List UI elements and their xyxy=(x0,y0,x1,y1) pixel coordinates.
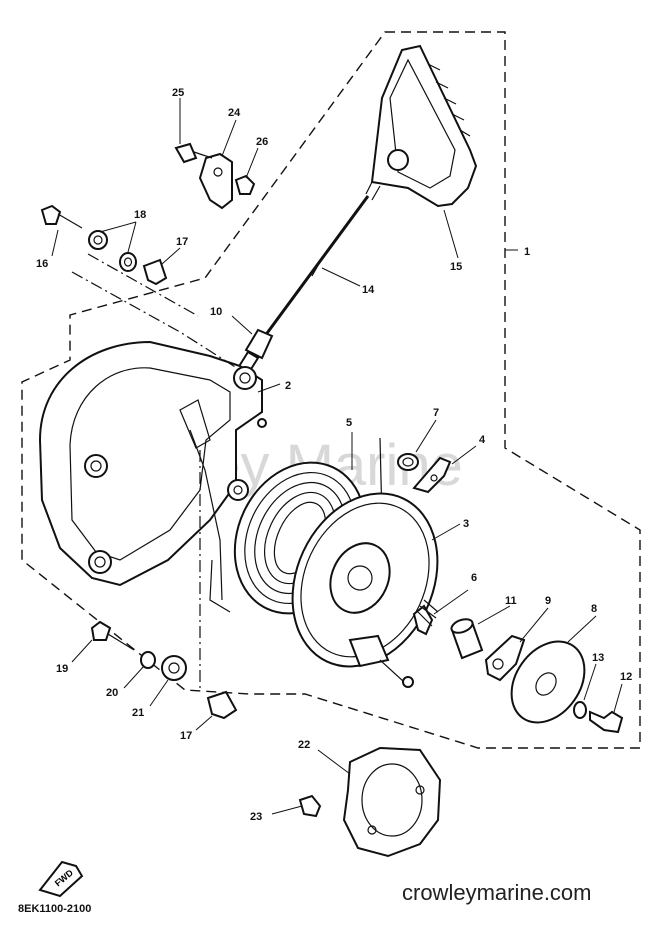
callout-12: 12 xyxy=(620,671,632,683)
drive-plate xyxy=(484,634,526,682)
grommet-21 xyxy=(161,655,187,681)
collar xyxy=(450,618,484,660)
drive-pawl xyxy=(412,456,452,494)
bolt-25 xyxy=(174,142,213,164)
callout-22: 22 xyxy=(298,739,310,751)
drawing-code: 8EK1100-2100 xyxy=(18,903,92,915)
callout-18: 18 xyxy=(134,209,146,221)
washer-20 xyxy=(140,651,156,669)
assembly-outline xyxy=(21,31,641,749)
cover-plate xyxy=(510,640,586,724)
compression-spring xyxy=(412,599,439,636)
starter-handle xyxy=(365,44,478,208)
callout-3: 3 xyxy=(463,518,469,530)
callout-17-upper: 17 xyxy=(176,236,188,248)
callout-10: 10 xyxy=(210,306,222,318)
callout-6: 6 xyxy=(471,572,477,584)
bolt-19 xyxy=(90,620,135,651)
callout-26: 26 xyxy=(256,136,268,148)
leader-lines xyxy=(51,98,623,815)
callout-16: 16 xyxy=(36,258,48,270)
callout-1: 1 xyxy=(524,246,530,258)
collar-17a xyxy=(142,258,168,286)
site-url: crowleymarine.com xyxy=(402,880,592,905)
bolt-16 xyxy=(40,204,83,229)
washer-13 xyxy=(573,701,587,719)
callout-24: 24 xyxy=(228,107,241,119)
callout-11: 11 xyxy=(505,595,517,607)
collar-17b xyxy=(206,690,238,720)
washer-18a xyxy=(88,230,108,250)
callout-14: 14 xyxy=(362,284,375,296)
callout-20: 20 xyxy=(106,687,118,699)
bolt-12 xyxy=(589,710,624,734)
centerline-upper xyxy=(71,271,241,371)
bracket-24 xyxy=(198,152,233,210)
callout-5: 5 xyxy=(346,417,352,429)
nut-26 xyxy=(234,174,256,195)
callout-19: 19 xyxy=(56,663,68,675)
pawl-spring xyxy=(397,453,419,471)
starter-case xyxy=(38,340,267,601)
callout-7: 7 xyxy=(433,407,439,419)
callout-21: 21 xyxy=(132,707,144,719)
callout-2: 2 xyxy=(285,380,291,392)
fwd-arrow-icon: FWD xyxy=(38,860,84,898)
adapter-22 xyxy=(342,746,442,858)
washer-18b xyxy=(119,252,137,272)
bolt-23 xyxy=(298,794,322,818)
callout-17-lower: 17 xyxy=(180,730,192,742)
callout-23: 23 xyxy=(250,811,262,823)
callout-9: 9 xyxy=(545,595,551,607)
sheave-pulley xyxy=(291,492,439,688)
callout-4: 4 xyxy=(479,434,486,446)
centerline-upper-2 xyxy=(87,253,199,317)
callout-25: 25 xyxy=(172,87,184,99)
callout-15: 15 xyxy=(450,261,462,273)
callout-13: 13 xyxy=(592,652,604,664)
callout-8: 8 xyxy=(591,603,597,615)
